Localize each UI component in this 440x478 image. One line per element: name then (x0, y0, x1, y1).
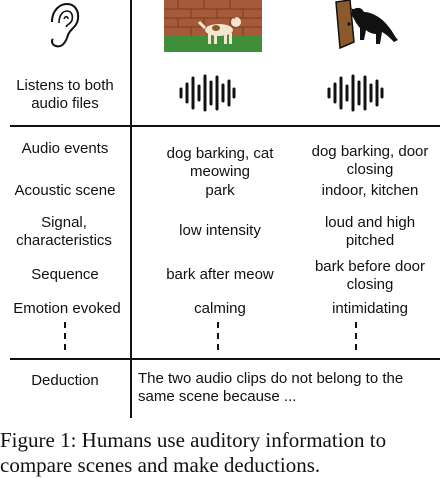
clip2-emotion-evoked: intimidating (332, 300, 408, 317)
dog-at-door-image (335, 0, 398, 50)
row-label-sequence: Sequence (31, 266, 99, 283)
clip1-sequence: bark after meow (166, 266, 274, 283)
listens-label: Listens to both audio files (16, 77, 114, 112)
continuation-dots (64, 322, 66, 355)
clip1-signal-characteristics: low intensity (179, 222, 261, 239)
clip1-acoustic-scene: park (205, 182, 235, 199)
figure-caption: Figure 1: Humans use auditory informatio… (0, 428, 387, 477)
audio-waveform-icon (327, 74, 384, 112)
ear-icon (51, 2, 80, 48)
row-label-audio-events: Audio events (21, 140, 109, 157)
deduction-label: Deduction (31, 372, 99, 389)
continuation-dots (355, 322, 357, 355)
column-divider (130, 0, 132, 418)
row-label-signal-characteristics: Signal, characteristics (16, 214, 112, 249)
audio-waveform-icon (179, 74, 236, 112)
row-label-emotion-evoked: Emotion evoked (13, 300, 121, 317)
clip2-audio-events: dog barking, door closing (311, 143, 429, 178)
clip2-sequence: bark before door closing (314, 258, 426, 293)
row-label-acoustic-scene: Acoustic scene (14, 182, 116, 199)
clip2-signal-characteristics: loud and high pitched (324, 214, 416, 249)
clip1-emotion-evoked: calming (194, 300, 246, 317)
header-divider (10, 125, 440, 127)
clip2-acoustic-scene: indoor, kitchen (321, 182, 419, 199)
dog-in-park-image (164, 0, 262, 52)
clip1-audio-events: dog barking, cat meowing (166, 145, 274, 180)
deduction-text: The two audio clips do not belong to the… (138, 370, 404, 405)
deduction-divider (10, 358, 440, 360)
continuation-dots (217, 322, 219, 355)
